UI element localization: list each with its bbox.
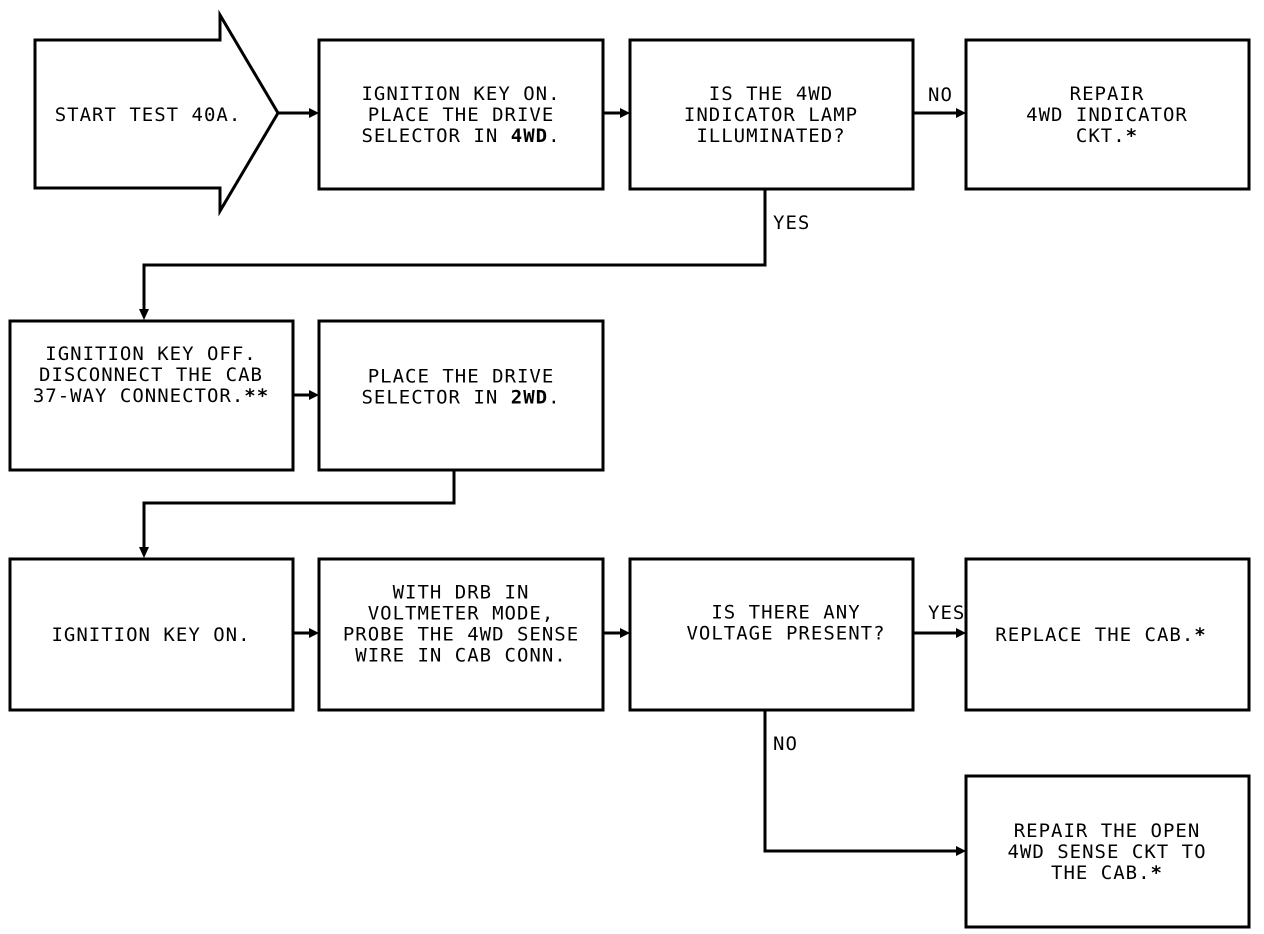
box-text-line: IGNITION KEY ON. bbox=[51, 624, 250, 646]
box-text-segment: INDICATOR LAMP bbox=[684, 104, 858, 126]
box-text-line: VOLTAGE PRESENT? bbox=[686, 623, 885, 645]
step-ignition-on-4wd-box bbox=[317, 38, 605, 191]
box-text-segment: 4WD INDICATOR bbox=[1026, 104, 1188, 126]
box-text-segment: PROBE THE 4WD SENSE bbox=[343, 624, 579, 646]
box-text-bold: * bbox=[1194, 624, 1206, 646]
step-voltmeter-probe-box bbox=[317, 557, 605, 712]
box-text-segment: REPLACE THE CAB. bbox=[995, 624, 1194, 646]
repair-4wd-indicator-box bbox=[964, 38, 1251, 191]
connector-decision1-yes bbox=[142, 189, 767, 311]
arrowhead-replace-cab bbox=[956, 628, 966, 638]
box-text-line: REPAIR bbox=[1070, 83, 1145, 105]
box-text-segment: PLACE THE DRIVE bbox=[368, 104, 555, 126]
box-text-segment: IS THERE ANY bbox=[711, 602, 860, 624]
box-text-segment: VOLTMETER MODE, bbox=[368, 603, 555, 625]
box-text-segment: VOLTAGE PRESENT? bbox=[686, 623, 885, 645]
box-text-line: PLACE THE DRIVE bbox=[368, 366, 555, 388]
box-text-line: SELECTOR IN 2WD. bbox=[361, 387, 560, 409]
box-text-bold: * bbox=[1126, 125, 1138, 147]
box-text-segment: ILLUMINATED? bbox=[696, 125, 845, 147]
box-text-bold: 2WD bbox=[511, 387, 548, 409]
box-text-line: IS THERE ANY bbox=[711, 602, 860, 624]
arrowhead-repair-indicator bbox=[956, 108, 966, 118]
box-text-segment: WITH DRB IN bbox=[393, 582, 530, 604]
box-text-segment: 4WD SENSE CKT TO bbox=[1007, 841, 1206, 863]
decision-voltage-box bbox=[628, 557, 915, 712]
arrowhead-repair-open bbox=[956, 846, 966, 856]
box-text-segment: . bbox=[548, 387, 560, 409]
step-select-2wd-box bbox=[317, 319, 605, 472]
box-text-line: IS THE 4WD bbox=[709, 83, 833, 105]
box-text-segment: REPAIR THE OPEN bbox=[1014, 820, 1201, 842]
arrowhead-decision1 bbox=[620, 108, 630, 118]
replace-cab-text: REPLACE THE CAB.* bbox=[995, 624, 1206, 646]
start-arrow-shape bbox=[33, 9, 280, 217]
repair-open-sense-ckt-box bbox=[964, 774, 1251, 929]
box-text-line: 37-WAY CONNECTOR.** bbox=[33, 385, 269, 407]
box-text-line: THE CAB.* bbox=[1051, 862, 1163, 884]
box-text-line: 4WD SENSE CKT TO bbox=[1007, 841, 1206, 863]
label-no-voltage: NO bbox=[773, 733, 798, 755]
box-text-segment: PLACE THE DRIVE bbox=[368, 366, 555, 388]
box-text-segment: 37-WAY CONNECTOR. bbox=[33, 385, 244, 407]
box-text-line: PLACE THE DRIVE bbox=[368, 104, 555, 126]
box-text-line: IGNITION KEY OFF. bbox=[45, 343, 256, 365]
box-text-bold: 4WD bbox=[511, 125, 548, 147]
box-text-segment: IGNITION KEY OFF. bbox=[45, 343, 256, 365]
arrowhead-decision2 bbox=[620, 628, 630, 638]
box-text-line: REPAIR THE OPEN bbox=[1014, 820, 1201, 842]
replace-cab-box bbox=[964, 557, 1251, 712]
box-text-line: INDICATOR LAMP bbox=[684, 104, 858, 126]
box-text-line: 4WD INDICATOR bbox=[1026, 104, 1188, 126]
box-text-bold: * bbox=[1151, 862, 1163, 884]
box-text-line: DISCONNECT THE CAB bbox=[39, 364, 263, 386]
box-text-segment: SELECTOR IN bbox=[361, 125, 510, 147]
arrowhead-ignition-on bbox=[139, 547, 149, 558]
box-text-segment: SELECTOR IN bbox=[361, 387, 510, 409]
box-text-segment: REPAIR bbox=[1070, 83, 1145, 105]
connector-2wd-to-ignition-on bbox=[142, 470, 456, 549]
box-text-segment: THE CAB. bbox=[1051, 862, 1151, 884]
box-text-segment: IGNITION KEY ON. bbox=[51, 624, 250, 646]
start-text: START TEST 40A. bbox=[55, 104, 242, 126]
box-text-segment: CKT. bbox=[1076, 125, 1126, 147]
label-yes-voltage: YES bbox=[928, 602, 965, 624]
decision-4wd-lamp-box bbox=[628, 38, 915, 191]
label-no-lamp: NO bbox=[928, 84, 953, 106]
box-text-line: CKT.* bbox=[1076, 125, 1138, 147]
arrowhead-step1 bbox=[309, 108, 319, 118]
step-ignition-on-text: IGNITION KEY ON. bbox=[51, 624, 250, 646]
step-ignition-on-box bbox=[8, 557, 295, 712]
box-text-line: START TEST 40A. bbox=[55, 104, 242, 126]
arrowhead-2wd bbox=[309, 390, 319, 400]
label-yes-lamp: YES bbox=[773, 212, 810, 234]
box-text-line: SELECTOR IN 4WD. bbox=[361, 125, 560, 147]
arrowhead-probe bbox=[309, 628, 319, 638]
arrowhead-ignition-off bbox=[139, 309, 149, 320]
box-text-segment: IGNITION KEY ON. bbox=[361, 83, 560, 105]
box-text-line: ILLUMINATED? bbox=[696, 125, 845, 147]
box-text-line: WIRE IN CAB CONN. bbox=[355, 645, 566, 667]
connector-decision2-no bbox=[763, 710, 958, 853]
box-text-line: REPLACE THE CAB.* bbox=[995, 624, 1206, 646]
box-text-segment: START TEST 40A. bbox=[55, 104, 242, 126]
box-text-segment: . bbox=[548, 125, 560, 147]
box-text-segment: DISCONNECT THE CAB bbox=[39, 364, 263, 386]
box-text-segment: WIRE IN CAB CONN. bbox=[355, 645, 566, 667]
box-text-bold: ** bbox=[244, 385, 269, 407]
box-text-line: IGNITION KEY ON. bbox=[361, 83, 560, 105]
box-text-line: PROBE THE 4WD SENSE bbox=[343, 624, 579, 646]
box-text-segment: IS THE 4WD bbox=[709, 83, 833, 105]
box-text-line: VOLTMETER MODE, bbox=[368, 603, 555, 625]
box-text-line: WITH DRB IN bbox=[393, 582, 530, 604]
